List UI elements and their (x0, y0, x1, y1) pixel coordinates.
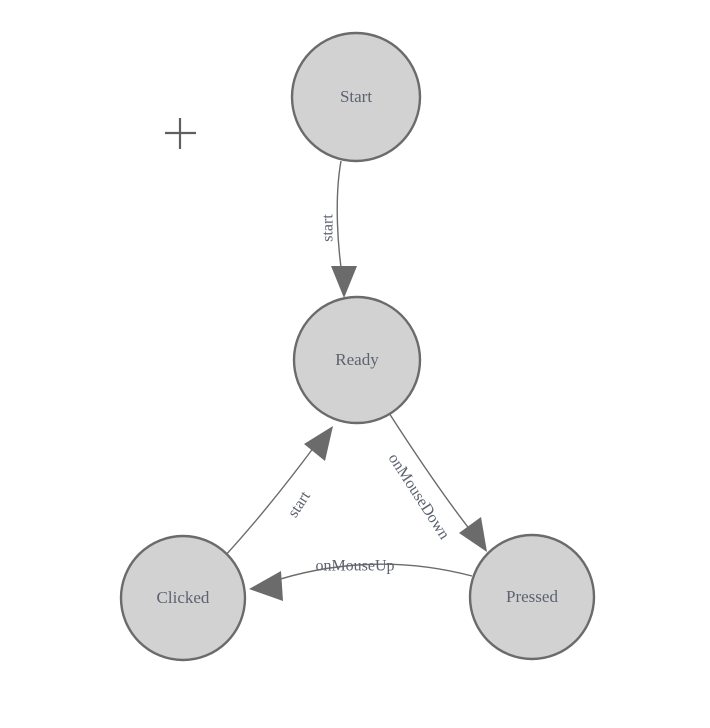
edge-arrowhead (249, 571, 283, 601)
edge-label-start-to-ready: start (320, 214, 337, 242)
node-start-label: Start (340, 87, 372, 106)
node-start-circle (290, 31, 422, 163)
edge-arrowhead (304, 426, 333, 461)
node-pressed-circle (468, 533, 596, 661)
edge-arrowhead (459, 517, 487, 552)
node-clicked[interactable]: Clicked (119, 534, 247, 662)
node-ready-circle (292, 295, 422, 425)
node-clicked-label: Clicked (157, 588, 210, 607)
edge-clicked-to-ready[interactable]: start (223, 426, 333, 558)
edge-arrowhead (331, 266, 357, 298)
node-pressed-label: Pressed (506, 587, 558, 606)
node-ready[interactable]: Ready (292, 295, 422, 425)
edge-line (336, 160, 344, 283)
edge-line (267, 563, 473, 584)
node-pressed[interactable]: Pressed (468, 533, 596, 661)
edge-label-ready-to-pressed: onMouseDown (385, 451, 453, 543)
edge-label-pressed-to-clicked: onMouseUp (315, 558, 394, 575)
edge-pressed-to-clicked[interactable]: onMouseUp (249, 558, 473, 601)
edge-label-clicked-to-ready: start (285, 488, 315, 521)
node-clicked-circle (119, 534, 247, 662)
edge-ready-to-pressed[interactable]: onMouseDown (385, 412, 487, 552)
node-start[interactable]: Start (290, 31, 422, 163)
edge-start-to-ready[interactable]: start (320, 160, 357, 298)
plus-icon (165, 118, 196, 149)
edge-line (223, 442, 318, 558)
node-ready-label: Ready (335, 350, 379, 369)
